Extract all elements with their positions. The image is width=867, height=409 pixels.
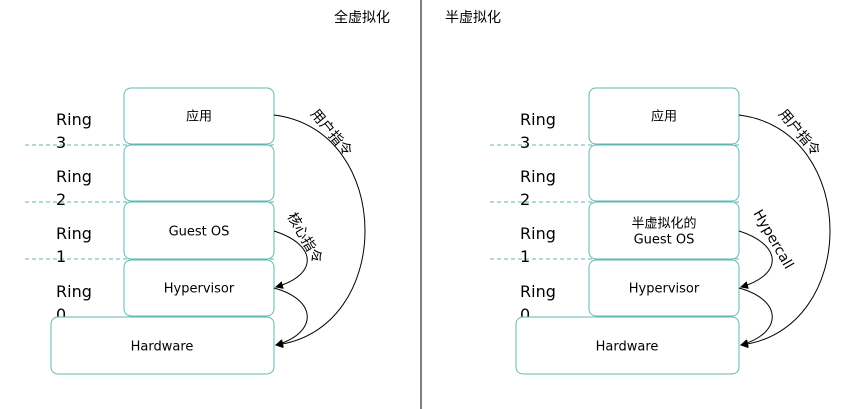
- ring-label-3: Ring 3: [520, 110, 556, 152]
- hardware-box: [50, 316, 275, 375]
- hypercall-label: Hypercall: [750, 207, 797, 272]
- ring-word: Ring: [520, 110, 556, 129]
- user-instruction-arrow: [273, 114, 366, 349]
- ring-label-1: Ring 1: [56, 224, 92, 266]
- ring-label-0: Ring 0: [520, 282, 556, 324]
- core-instruction-arrow: [273, 230, 308, 289]
- hypervisor-label: Hypervisor: [164, 282, 235, 297]
- ring-word: Ring: [520, 224, 556, 243]
- app-layer-box: [588, 87, 740, 145]
- ring-label-2: Ring 2: [520, 167, 556, 209]
- ring-number: 0: [56, 305, 66, 324]
- ring-number: 0: [520, 305, 530, 324]
- ring-number: 1: [520, 247, 530, 266]
- app-layer-label: 应用: [651, 109, 677, 125]
- guest-os-label: Guest OS: [169, 225, 230, 240]
- hypervisor-label: Hypervisor: [629, 282, 700, 297]
- para-virtualization-panel: 半虚拟化 Ring 3 Ring 2 Ring 1 Ring 0 应用 半虚拟化…: [445, 10, 831, 375]
- app-layer-box: [123, 87, 275, 145]
- ring-number: 2: [56, 190, 66, 209]
- hardware-label: Hardware: [131, 340, 194, 355]
- ring-word: Ring: [56, 282, 92, 301]
- ring-word: Ring: [520, 167, 556, 186]
- hypercall-arrow: [738, 230, 773, 289]
- hardware-box: [515, 316, 740, 375]
- para-guest-os-label-line1: 半虚拟化的: [631, 216, 696, 232]
- ring-word: Ring: [56, 167, 92, 186]
- ring2-layer-box: [123, 144, 275, 202]
- hardware-label: Hardware: [596, 340, 659, 355]
- ring-number: 1: [56, 247, 66, 266]
- para-guest-os-box: [588, 201, 740, 260]
- hypervisor-to-hardware-arrow: [273, 287, 308, 347]
- guest-os-box: [123, 201, 275, 260]
- para-guest-os-label-line2: Guest OS: [634, 233, 695, 248]
- ring-word: Ring: [520, 282, 556, 301]
- ring-word: Ring: [56, 110, 92, 129]
- ring-label-1: Ring 1: [520, 224, 556, 266]
- ring-label-2: Ring 2: [56, 167, 92, 209]
- ring-label-0: Ring 0: [56, 282, 92, 324]
- ring-label-3: Ring 3: [56, 110, 92, 152]
- panel-title: 半虚拟化: [445, 10, 501, 26]
- ring-number: 3: [56, 133, 66, 152]
- app-layer-label: 应用: [186, 109, 212, 125]
- full-virtualization-panel: 全虚拟化 Ring 3 Ring 2 Ring 1 Ring 0 应用 Gues…: [25, 9, 390, 375]
- user-instruction-label: 用户指令: [775, 106, 824, 160]
- ring-word: Ring: [56, 224, 92, 243]
- ring-number: 2: [520, 190, 530, 209]
- hypervisor-to-hardware-arrow: [738, 287, 773, 347]
- ring2-layer-box: [588, 144, 740, 202]
- ring-number: 3: [520, 133, 530, 152]
- core-instruction-label: 核心指令: [284, 210, 326, 266]
- user-instruction-label: 用户指令: [307, 106, 356, 160]
- panel-title: 全虚拟化: [334, 9, 390, 26]
- user-instruction-arrow: [738, 114, 831, 349]
